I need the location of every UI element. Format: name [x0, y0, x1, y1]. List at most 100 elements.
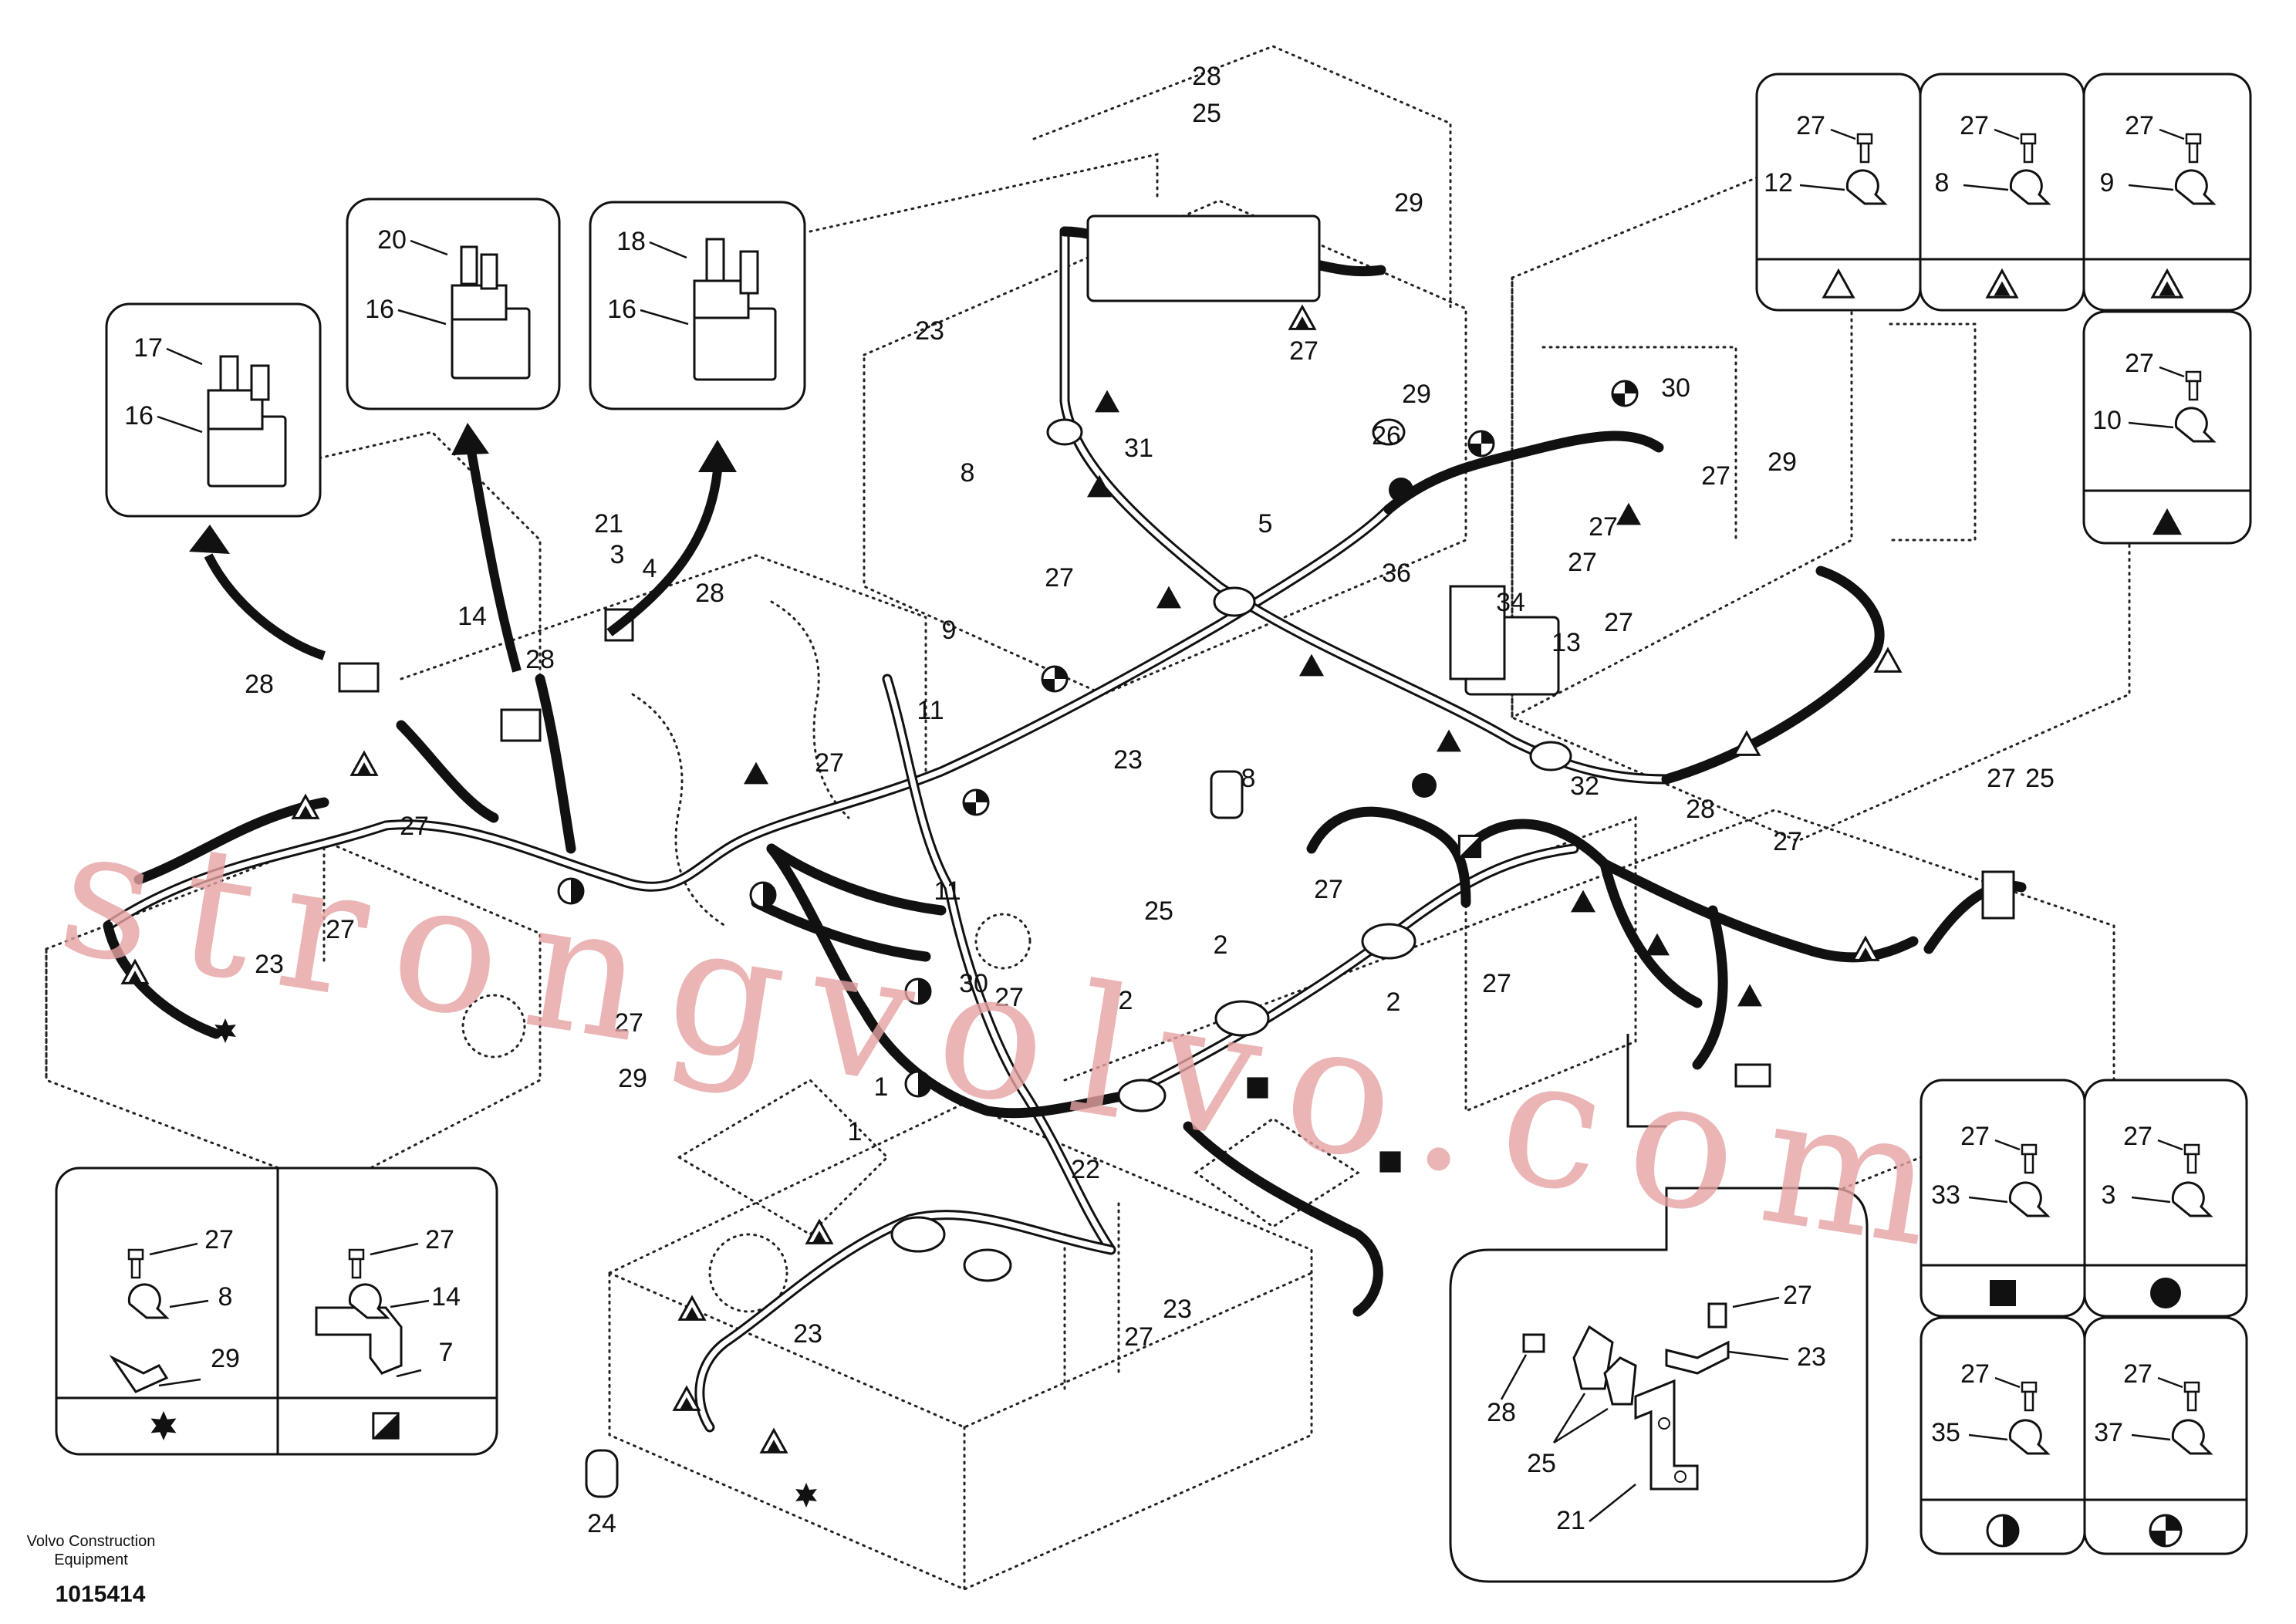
callout-label: 29: [1768, 447, 1797, 477]
symbol-triangle-half: [672, 1385, 701, 1411]
bolt-icon: [2021, 1381, 2038, 1412]
grommets: [890, 214, 1572, 1282]
symbol-circle-quarter: [962, 788, 990, 816]
inset-label: 27: [1783, 1281, 1812, 1310]
symbol-star: [214, 1018, 236, 1043]
symbol-circle-half: [1986, 1514, 2020, 1548]
drawing-number: 1015414: [56, 1582, 146, 1607]
inset-label: 23: [1797, 1342, 1826, 1372]
inset-label: 20: [377, 225, 407, 255]
inset-label: 8: [1935, 168, 1950, 198]
callout-label: 27: [1289, 336, 1319, 366]
callout-label: 23: [1113, 745, 1143, 775]
symbol-triangle-outline: [1732, 730, 1761, 756]
callout-label: 27: [1314, 875, 1343, 904]
inset-label: 27: [1960, 111, 1989, 140]
relay-inset-17: [105, 302, 322, 518]
inset-label: 27: [2123, 1122, 2152, 1151]
symbol-triangle-filled: [1087, 474, 1112, 498]
symbol-triangle-filled: [1571, 890, 1595, 913]
callout-label: 23: [1163, 1295, 1192, 1324]
symbol-triangle-filled: [744, 761, 768, 785]
inset-label: 16: [124, 401, 154, 430]
callout-label: 31: [1124, 434, 1153, 463]
inset-label: 9: [2100, 168, 2115, 198]
inset-grid-top-right: [1755, 73, 2252, 545]
symbol-triangle-half: [1288, 304, 1317, 330]
bolt-icon: [2183, 1143, 2200, 1174]
inset-label: 27: [1960, 1359, 1990, 1389]
inset-detail-bracket: [1449, 1187, 1869, 1583]
symbol-circle-quarter: [1041, 665, 1069, 693]
symbol-triangle-filled: [1437, 729, 1461, 752]
wiring-harness: [103, 214, 2027, 1498]
inset-labels: 1716201618162712278279271027829271472733…: [109, 111, 2217, 1548]
callout-label: 27: [1987, 764, 2016, 793]
callout-label: 25: [1144, 896, 1173, 926]
symbol-triangle-filled: [1645, 933, 1670, 956]
callout-label: 30: [1661, 373, 1690, 403]
symbol-circle-half: [904, 1070, 932, 1098]
symbol-star: [150, 1411, 177, 1440]
symbol-triangle-half: [1985, 268, 2019, 299]
callout-label: 27: [994, 983, 1024, 1012]
symbol-square-filled: [1247, 1077, 1268, 1099]
callout-label: 9: [942, 616, 957, 645]
callout-labels: 2825292729262331302727292782795363413272…: [245, 62, 2055, 1538]
callout-label: 22: [1071, 1155, 1100, 1184]
symbol-circle-half: [749, 881, 777, 909]
callout-label: 1: [848, 1117, 863, 1146]
symbol-square-filled: [1379, 1151, 1401, 1173]
symbol-triangle-half: [2150, 268, 2184, 299]
callout-label: 28: [1192, 62, 1221, 91]
inset-label: 7: [439, 1338, 454, 1367]
callout-label: 27: [1124, 1322, 1153, 1352]
symbol-triangle-outline: [1873, 647, 1903, 673]
callout-label: 36: [1382, 559, 1411, 588]
callout-label: 2: [1214, 930, 1228, 960]
callout-label: 29: [1402, 380, 1431, 409]
symbol-circle-filled: [1389, 478, 1413, 502]
clip-icon: [348, 1283, 390, 1319]
callout-label: 30: [959, 969, 988, 998]
inset-label: 25: [1527, 1449, 1556, 1478]
clip-icon: [2008, 1419, 2051, 1455]
bolt-icon: [2183, 1381, 2200, 1412]
inset-label: 27: [204, 1225, 234, 1254]
callout-label: 27: [614, 1008, 643, 1038]
callout-label: 27: [326, 915, 355, 944]
inset-label: 27: [2125, 349, 2154, 378]
clip-icon: [1845, 169, 1888, 205]
symbol-triangle-half: [291, 793, 320, 819]
inset-label: 16: [607, 295, 636, 324]
symbol-triangle-filled: [2152, 508, 2182, 535]
detail-leader: [1626, 1034, 1666, 1128]
symbol-triangle-filled: [1095, 390, 1119, 413]
callout-label: 28: [525, 645, 555, 674]
callout-label: 27: [1773, 827, 1802, 856]
symbol-triangle-half: [120, 958, 150, 984]
callout-label: 23: [255, 950, 284, 979]
inset-label: 3: [2102, 1180, 2116, 1210]
callout-label: 26: [1372, 421, 1401, 451]
callout-label: 28: [245, 670, 274, 699]
symbol-circle-filled: [2150, 1278, 2181, 1308]
callout-label: 8: [1241, 764, 1256, 793]
inset-arrows: [189, 423, 737, 673]
callout-label: 34: [1496, 588, 1525, 617]
inset-label: 27: [2123, 1359, 2152, 1389]
inset-label: 27: [425, 1225, 454, 1254]
callout-label: 4: [643, 554, 657, 583]
symbol-triangle-outline: [1822, 268, 1855, 299]
callout-label: 1: [874, 1072, 889, 1102]
symbol-circle-half: [904, 977, 932, 1005]
symbol-triangle-filled: [1156, 586, 1181, 609]
symbol-square-half: [1457, 834, 1482, 859]
callout-label: 27: [1604, 608, 1633, 637]
symbol-square-half: [372, 1412, 400, 1440]
symbol-marks: [120, 304, 1903, 1508]
inset-label: 27: [1796, 111, 1825, 140]
symbol-circle-quarter: [2149, 1514, 2183, 1548]
callout-label: 21: [594, 509, 623, 539]
bolt-icon: [2185, 133, 2202, 164]
